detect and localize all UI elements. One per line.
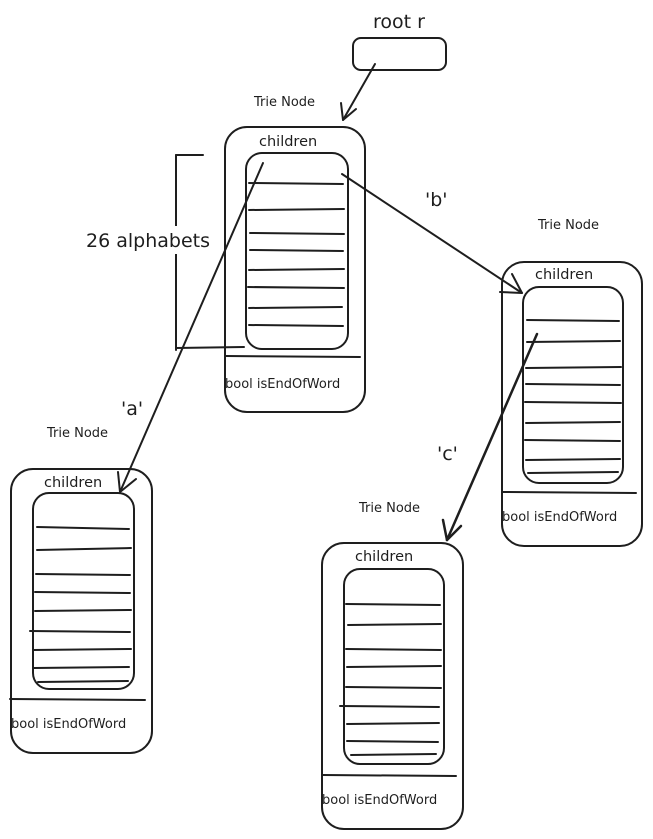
children-array xyxy=(522,286,624,484)
children-slots xyxy=(339,603,442,756)
children-array xyxy=(343,568,445,765)
children-label: children xyxy=(259,134,317,150)
is-end-of-word-label: bool isEndOfWord xyxy=(225,377,340,392)
children-label: children xyxy=(355,549,413,565)
trie-node-outline xyxy=(501,261,643,547)
root-to-node-arrow xyxy=(340,63,376,121)
is-end-of-word-label: bool isEndOfWord xyxy=(502,510,617,525)
edge-c-arrow xyxy=(441,332,539,542)
trie-node-outline xyxy=(224,126,366,413)
trie-node-title: Trie Node xyxy=(358,501,420,516)
trie-node-root: Trie Node children bool isEndOfWord xyxy=(224,95,366,413)
trie-node-title: Trie Node xyxy=(46,426,108,441)
root-label: root r xyxy=(373,11,425,33)
children-label: children xyxy=(535,267,593,283)
node-divider xyxy=(225,355,361,358)
node-divider xyxy=(9,698,146,701)
children-array xyxy=(245,152,349,350)
trie-node-b: Trie Node children bool isEndOfWord xyxy=(501,218,643,547)
is-end-of-word-label: bool isEndOfWord xyxy=(11,717,126,732)
trie-node-a: Trie Node children bool isEndOfWord xyxy=(9,426,153,754)
edge-b-arrow xyxy=(341,173,523,294)
trie-node-title: Trie Node xyxy=(253,95,315,110)
children-slots xyxy=(29,526,132,683)
edge-b-label: 'b' xyxy=(425,189,448,211)
edge-c-label: 'c' xyxy=(437,443,458,465)
trie-node-outline xyxy=(321,542,464,830)
root-pointer-box xyxy=(352,37,447,71)
children-slots xyxy=(524,319,622,474)
children-array xyxy=(32,492,135,690)
edge-a-arrow xyxy=(117,162,264,493)
children-label: children xyxy=(44,475,102,491)
node-divider xyxy=(322,774,457,777)
children-slots xyxy=(247,182,345,327)
is-end-of-word-label: bool isEndOfWord xyxy=(322,793,437,808)
trie-node-title: Trie Node xyxy=(537,218,599,233)
alphabet-label-backdrop xyxy=(84,226,218,254)
alphabet-brace-label: 26 alphabets xyxy=(86,230,210,252)
trie-node-c: Trie Node children bool isEndOfWord xyxy=(321,501,464,830)
node-divider xyxy=(501,491,637,494)
trie-node-outline xyxy=(10,468,153,754)
edge-a-label: 'a' xyxy=(121,398,143,420)
